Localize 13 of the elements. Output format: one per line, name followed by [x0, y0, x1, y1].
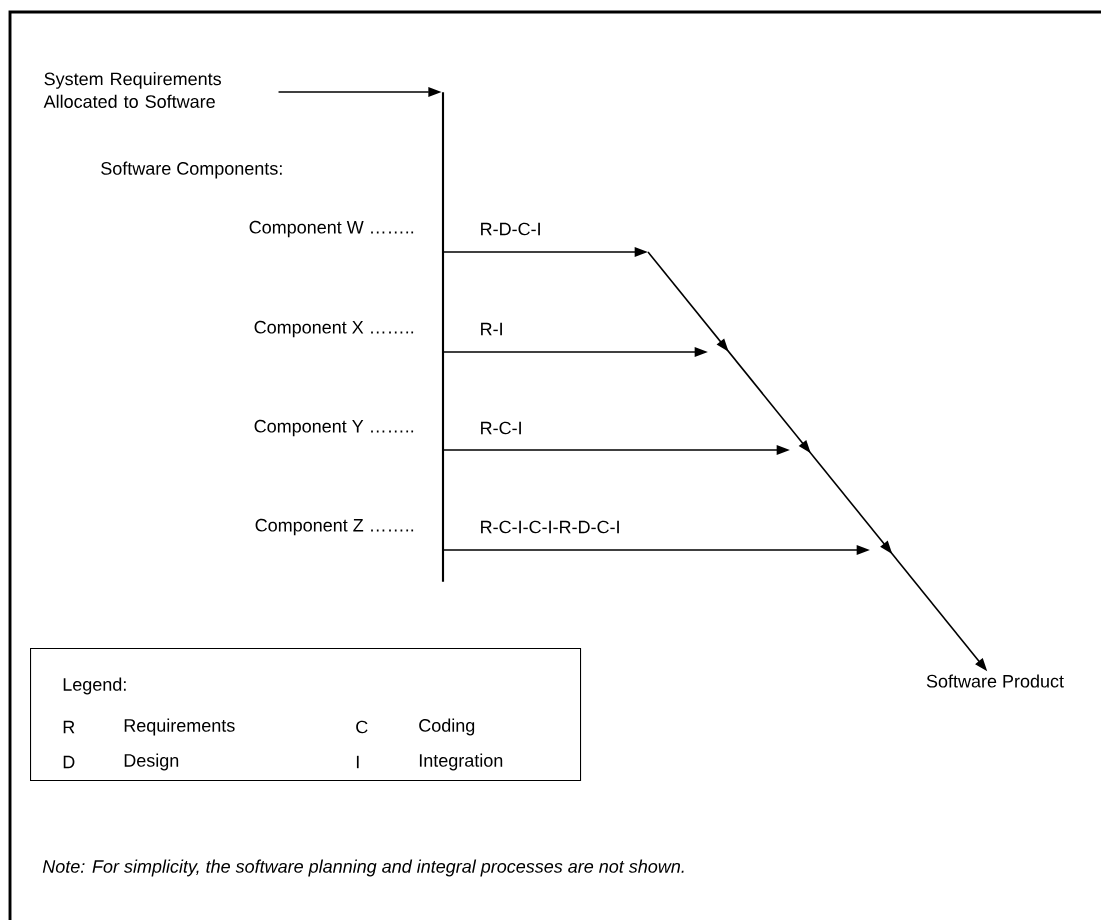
note-text: Note: For simplicity, the software planning and integral processes are not shown. — [42, 859, 684, 877]
component-label: Component X …….. — [254, 320, 414, 338]
heading-text: Software Components: — [101, 161, 282, 179]
edge-label: R-C-I-C-I-R-D-C-I — [478, 519, 622, 535]
component-label: Component Y …….. — [254, 419, 414, 437]
edge-label: R-C-I — [478, 420, 524, 436]
output-label: Software Product — [926, 674, 1064, 688]
component-label: Component W …….. — [249, 220, 414, 238]
component-label: Component Z …….. — [255, 518, 414, 536]
input-label: System Requirements Allocated to Software — [43, 72, 221, 108]
legend-box: Legend: R Requirements C Coding D Design I Integration — [30, 648, 582, 782]
edge-label: R-I — [478, 321, 505, 337]
edge-label: R-D-C-I — [478, 221, 543, 237]
